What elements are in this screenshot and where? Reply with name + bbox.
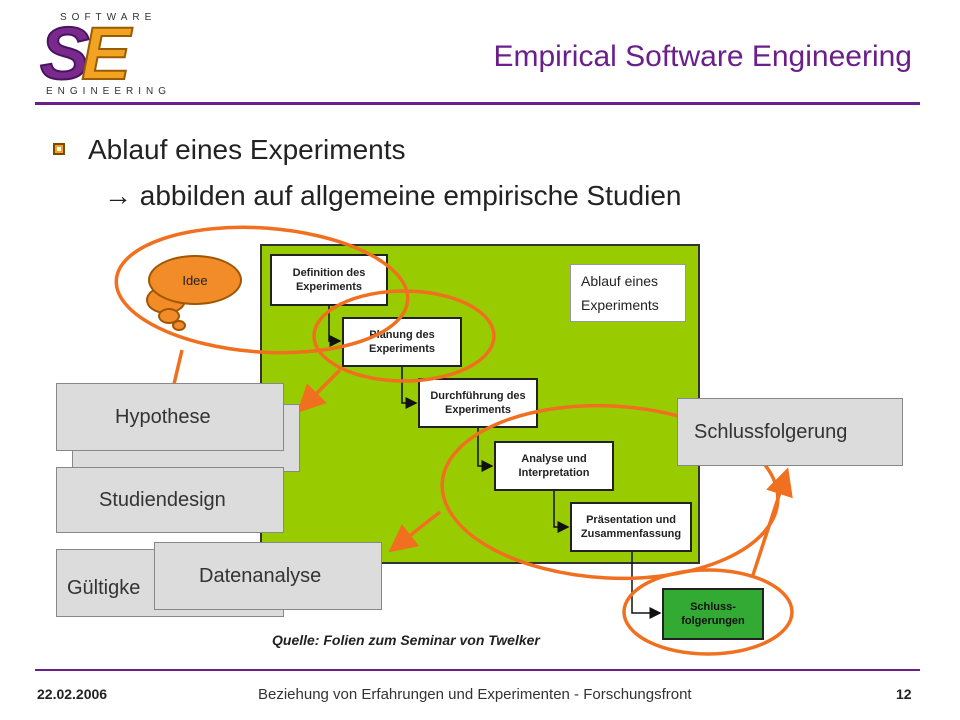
step-schluss-line2: folgerungen bbox=[681, 615, 745, 627]
step-durchfuehrung-line1: Durchführung des bbox=[430, 390, 526, 402]
step-praesentation-line1: Präsentation und bbox=[586, 514, 676, 526]
step-praesentation-line2: Zusammenfassung bbox=[580, 528, 682, 540]
step-analyse-line2: Interpretation bbox=[518, 467, 590, 479]
step-schlussfolgerungen: Schluss-folgerungen bbox=[662, 588, 764, 640]
step-definition-line1: Definition des bbox=[292, 267, 366, 279]
legend-box: Ablauf eines Experiments bbox=[570, 264, 686, 322]
step-durchfuehrung-line2: Experiments bbox=[444, 404, 512, 416]
legend-line1: Ablauf eines bbox=[581, 273, 659, 289]
card-studiendesign: Studiendesign bbox=[56, 467, 284, 533]
logo-bottom-text: ENGINEERING bbox=[46, 86, 172, 97]
page-number: 12 bbox=[896, 686, 912, 702]
bullet-sub: → abbilden auf allgemeine empirische Stu… bbox=[104, 180, 681, 212]
card-schlussfolgerung: Schlussfolgerung bbox=[677, 398, 903, 466]
logo-letter-s: S bbox=[39, 12, 90, 95]
step-definition-line2: Experiments bbox=[295, 281, 362, 293]
se-logo: SE bbox=[39, 12, 132, 95]
flow-connectors bbox=[328, 306, 662, 619]
legend-line2: Experiments bbox=[581, 297, 659, 313]
thought-puff-small bbox=[172, 320, 186, 331]
bullet-main: Ablauf eines Experiments bbox=[88, 134, 406, 165]
slide-title: Empirical Software Engineering bbox=[493, 40, 912, 73]
header-rule bbox=[35, 102, 920, 105]
card-hypothese: Hypothese bbox=[56, 383, 284, 451]
arrow-right-icon: → bbox=[104, 180, 132, 211]
idea-bubble: Idee bbox=[148, 255, 242, 305]
footer-text: Beziehung von Erfahrungen und Experiment… bbox=[258, 686, 692, 703]
logo-top-text: SOFTWARE bbox=[60, 12, 157, 23]
footer-rule bbox=[35, 669, 920, 671]
bullet-square-icon bbox=[53, 143, 65, 155]
footer-date: 22.02.2006 bbox=[37, 686, 108, 702]
card-datenanalyse: Datenanalyse bbox=[154, 542, 382, 610]
bullet-sub-text: abbilden auf allgemeine empirische Studi… bbox=[139, 180, 682, 211]
mapping-arrows bbox=[172, 349, 793, 579]
logo-letter-e: E bbox=[80, 12, 131, 95]
step-planung-line2: Experiments bbox=[368, 343, 436, 355]
step-analyse-line1: Analyse und bbox=[521, 453, 587, 465]
step-schluss-line1: Schluss- bbox=[690, 601, 736, 613]
source-caption: Quelle: Folien zum Seminar von Twelker bbox=[272, 632, 540, 648]
